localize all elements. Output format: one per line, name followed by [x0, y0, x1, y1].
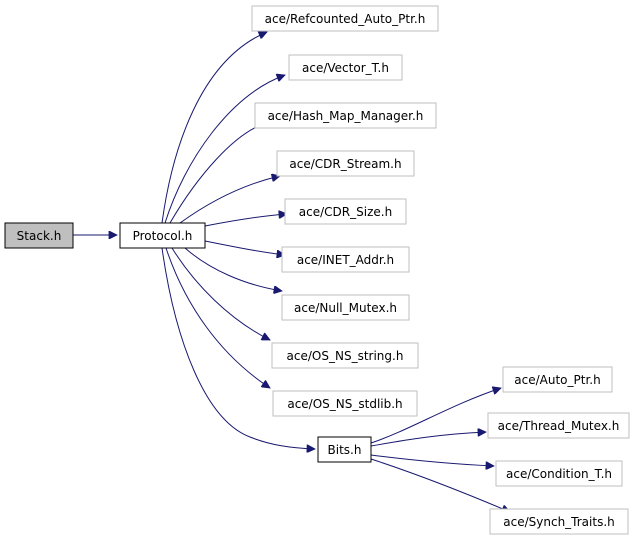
- node-label: ace/INET_Addr.h: [297, 253, 394, 267]
- edge-protocol-os-stdlib: [165, 247, 270, 388]
- edge-bits-auto-ptr: [370, 388, 501, 444]
- nodes: Stack.h Protocol.h ace/Refcounted_Auto_P…: [4, 5, 630, 535]
- node-label: ace/Refcounted_Auto_Ptr.h: [265, 12, 426, 26]
- node-label: Stack.h: [17, 229, 62, 243]
- edge-protocol-hashmap: [169, 122, 270, 224]
- node-label: ace/Vector_T.h: [302, 61, 389, 75]
- node-label: ace/Thread_Mutex.h: [498, 419, 620, 433]
- node-auto-ptr[interactable]: ace/Auto_Ptr.h: [502, 366, 613, 393]
- edge-protocol-inet: [204, 240, 285, 255]
- edge-protocol-os-string: [171, 247, 270, 341]
- node-hash-map-manager[interactable]: ace/Hash_Map_Manager.h: [254, 102, 437, 129]
- edge-bits-synch-traits: [370, 458, 510, 512]
- node-label: Bits.h: [328, 443, 362, 457]
- node-inet-addr[interactable]: ace/INET_Addr.h: [281, 246, 410, 273]
- node-synch-traits[interactable]: ace/Synch_Traits.h: [489, 508, 629, 535]
- node-cdr-stream[interactable]: ace/CDR_Stream.h: [276, 150, 415, 177]
- node-vector-t[interactable]: ace/Vector_T.h: [288, 54, 403, 81]
- node-label: ace/OS_NS_stdlib.h: [287, 397, 402, 411]
- node-label: ace/Auto_Ptr.h: [514, 373, 600, 387]
- node-label: Protocol.h: [133, 229, 193, 243]
- node-os-ns-string[interactable]: ace/OS_NS_string.h: [271, 342, 419, 369]
- node-label: ace/OS_NS_string.h: [287, 349, 404, 363]
- node-label: ace/Condition_T.h: [506, 467, 612, 481]
- edge-protocol-vector: [164, 75, 285, 224]
- node-stack-h[interactable]: Stack.h: [4, 222, 74, 249]
- node-condition-t[interactable]: ace/Condition_T.h: [495, 460, 623, 487]
- node-label: ace/CDR_Size.h: [299, 205, 392, 219]
- node-label: ace/CDR_Stream.h: [289, 157, 401, 171]
- edge-protocol-cdr-size: [204, 214, 287, 227]
- edge-protocol-refcounted: [161, 32, 267, 224]
- node-protocol-h[interactable]: Protocol.h: [119, 222, 206, 249]
- edge-bits-thread-mutex: [370, 432, 486, 447]
- node-label: ace/Synch_Traits.h: [503, 515, 614, 529]
- edges: [73, 32, 510, 512]
- node-label: ace/Null_Mutex.h: [294, 301, 397, 315]
- node-bits-h[interactable]: Bits.h: [317, 436, 372, 463]
- node-label: ace/Hash_Map_Manager.h: [268, 109, 424, 123]
- edge-protocol-bits: [161, 247, 315, 449]
- node-cdr-size[interactable]: ace/CDR_Size.h: [284, 198, 407, 225]
- edge-bits-condition: [370, 454, 494, 466]
- edge-protocol-null-mutex: [184, 247, 282, 291]
- node-os-ns-stdlib[interactable]: ace/OS_NS_stdlib.h: [272, 390, 418, 417]
- edge-protocol-cdr-stream: [179, 176, 280, 224]
- node-null-mutex[interactable]: ace/Null_Mutex.h: [281, 294, 410, 321]
- node-refcounted-auto-ptr[interactable]: ace/Refcounted_Auto_Ptr.h: [251, 5, 439, 32]
- node-thread-mutex[interactable]: ace/Thread_Mutex.h: [487, 412, 630, 439]
